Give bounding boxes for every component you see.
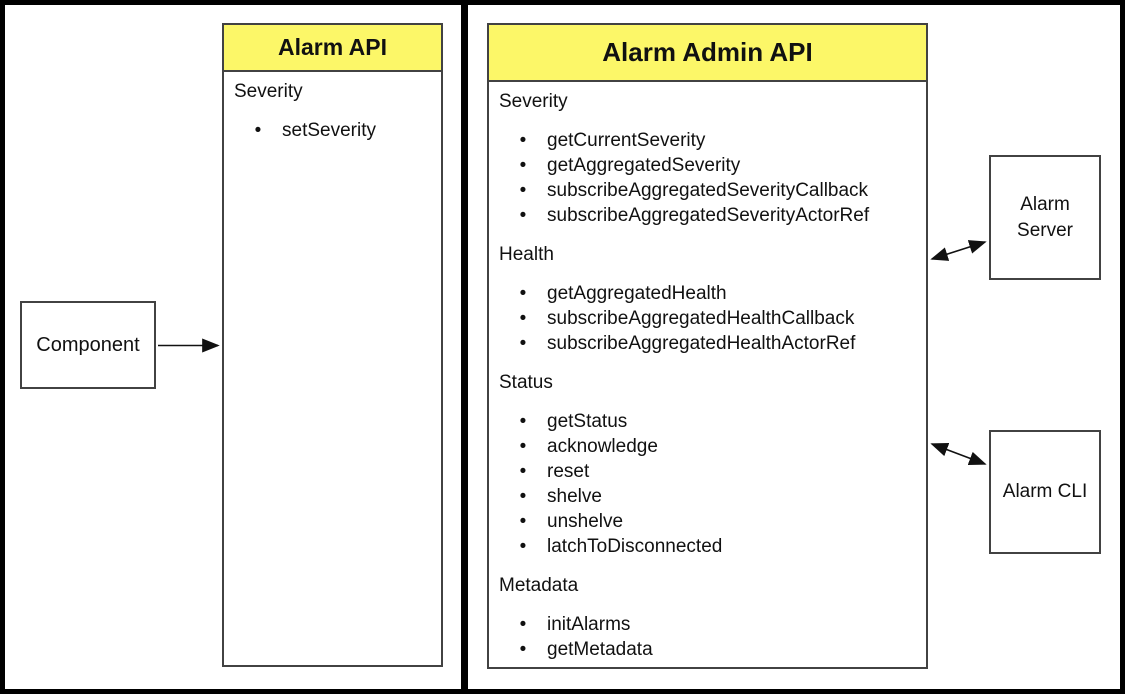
method-name: acknowledge	[547, 436, 658, 457]
method-name: subscribeAggregatedHealthCallback	[547, 308, 855, 329]
api-section-severity: Severity • setSeverity	[234, 80, 431, 143]
method-item: • subscribeAggregatedSeverityActorRef	[499, 203, 916, 228]
api-section-health: Health • getAggregatedHealth • subscribe…	[499, 243, 916, 356]
bullet-icon: •	[519, 461, 527, 482]
method-item: • reset	[499, 459, 916, 484]
admin-api-to-alarm-server-arrow	[930, 240, 987, 261]
method-item: • getAggregatedHealth	[499, 281, 916, 306]
method-list: • setSeverity	[234, 118, 431, 143]
panel-divider	[461, 0, 468, 694]
bullet-icon: •	[519, 639, 527, 660]
method-name: unshelve	[547, 511, 624, 532]
component-box: Component	[20, 301, 156, 389]
method-name: getAggregatedSeverity	[547, 155, 741, 176]
alarm-api-header: Alarm API	[224, 25, 441, 72]
method-item: • getCurrentSeverity	[499, 128, 916, 153]
method-name: subscribeAggregatedSeverityActorRef	[547, 205, 870, 226]
method-list: • getStatus • acknowledge • reset	[499, 409, 916, 559]
method-item: • getAggregatedSeverity	[499, 153, 916, 178]
method-name: setSeverity	[282, 120, 376, 141]
method-name: getAggregatedHealth	[547, 283, 727, 304]
method-name: initAlarms	[547, 614, 631, 635]
bullet-icon: •	[519, 130, 527, 151]
alarm-admin-api-body: Severity • getCurrentSeverity • getAggre…	[489, 82, 926, 670]
alarm-api-body: Severity • setSeverity	[224, 72, 441, 151]
alarm-server-box: Alarm Server	[989, 155, 1101, 280]
alarm-cli-label: Alarm CLI	[1002, 481, 1088, 502]
method-item: • subscribeAggregatedHealthCallback	[499, 306, 916, 331]
method-item: • getStatus	[499, 409, 916, 434]
method-item: • getMetadata	[499, 637, 916, 662]
alarm-server-label: Alarm Server	[1017, 193, 1073, 241]
bullet-icon: •	[519, 180, 527, 201]
method-list: • getCurrentSeverity • getAggregatedSeve…	[499, 128, 916, 228]
bullet-icon: •	[519, 308, 527, 329]
alarm-api-title: Alarm API	[277, 34, 388, 60]
method-item: • shelve	[499, 484, 916, 509]
section-label: Metadata	[499, 575, 579, 596]
method-name: reset	[547, 461, 590, 482]
method-name: subscribeAggregatedHealthActorRef	[547, 333, 856, 354]
component-label: Component	[36, 334, 140, 356]
bullet-icon: •	[254, 120, 262, 141]
method-name: getMetadata	[547, 639, 653, 660]
section-label: Severity	[234, 81, 303, 102]
section-label: Health	[499, 244, 554, 265]
bullet-icon: •	[519, 333, 527, 354]
bullet-icon: •	[519, 283, 527, 304]
alarm-admin-api-header: Alarm Admin API	[489, 25, 926, 82]
bullet-icon: •	[519, 614, 527, 635]
bullet-icon: •	[519, 511, 527, 532]
bullet-icon: •	[519, 205, 527, 226]
alarm-api-box: Alarm API Severity • setSeverity	[222, 23, 443, 667]
admin-api-to-alarm-cli-arrow	[930, 443, 987, 465]
method-item: • setSeverity	[234, 118, 431, 143]
method-list: • initAlarms • getMetadata	[499, 612, 916, 662]
api-section-status: Status • getStatus • acknowledge	[499, 371, 916, 559]
alarm-cli-box: Alarm CLI	[989, 430, 1101, 554]
alarm-admin-api-title: Alarm Admin API	[602, 37, 813, 67]
api-section-metadata: Metadata • initAlarms • getMetadata	[499, 574, 916, 662]
method-name: subscribeAggregatedSeverityCallback	[547, 180, 869, 201]
method-name: getStatus	[547, 411, 628, 432]
method-name: shelve	[547, 486, 602, 507]
method-item: • acknowledge	[499, 434, 916, 459]
bullet-icon: •	[519, 486, 527, 507]
method-item: • subscribeAggregatedHealthActorRef	[499, 331, 916, 356]
bullet-icon: •	[519, 436, 527, 457]
method-name: latchToDisconnected	[547, 536, 723, 557]
method-list: • getAggregatedHealth • subscribeAggrega…	[499, 281, 916, 356]
bullet-icon: •	[519, 155, 527, 176]
method-item: • initAlarms	[499, 612, 916, 637]
bullet-icon: •	[519, 411, 527, 432]
method-item: • subscribeAggregatedSeverityCallback	[499, 178, 916, 203]
method-item: • latchToDisconnected	[499, 534, 916, 559]
section-label: Status	[499, 372, 553, 393]
bullet-icon: •	[519, 536, 527, 557]
section-label: Severity	[499, 91, 568, 112]
api-section-severity: Severity • getCurrentSeverity • getAggre…	[499, 90, 916, 228]
method-item: • unshelve	[499, 509, 916, 534]
alarm-admin-api-box: Alarm Admin API Severity • getCurrentSev…	[487, 23, 928, 669]
method-name: getCurrentSeverity	[547, 130, 706, 151]
